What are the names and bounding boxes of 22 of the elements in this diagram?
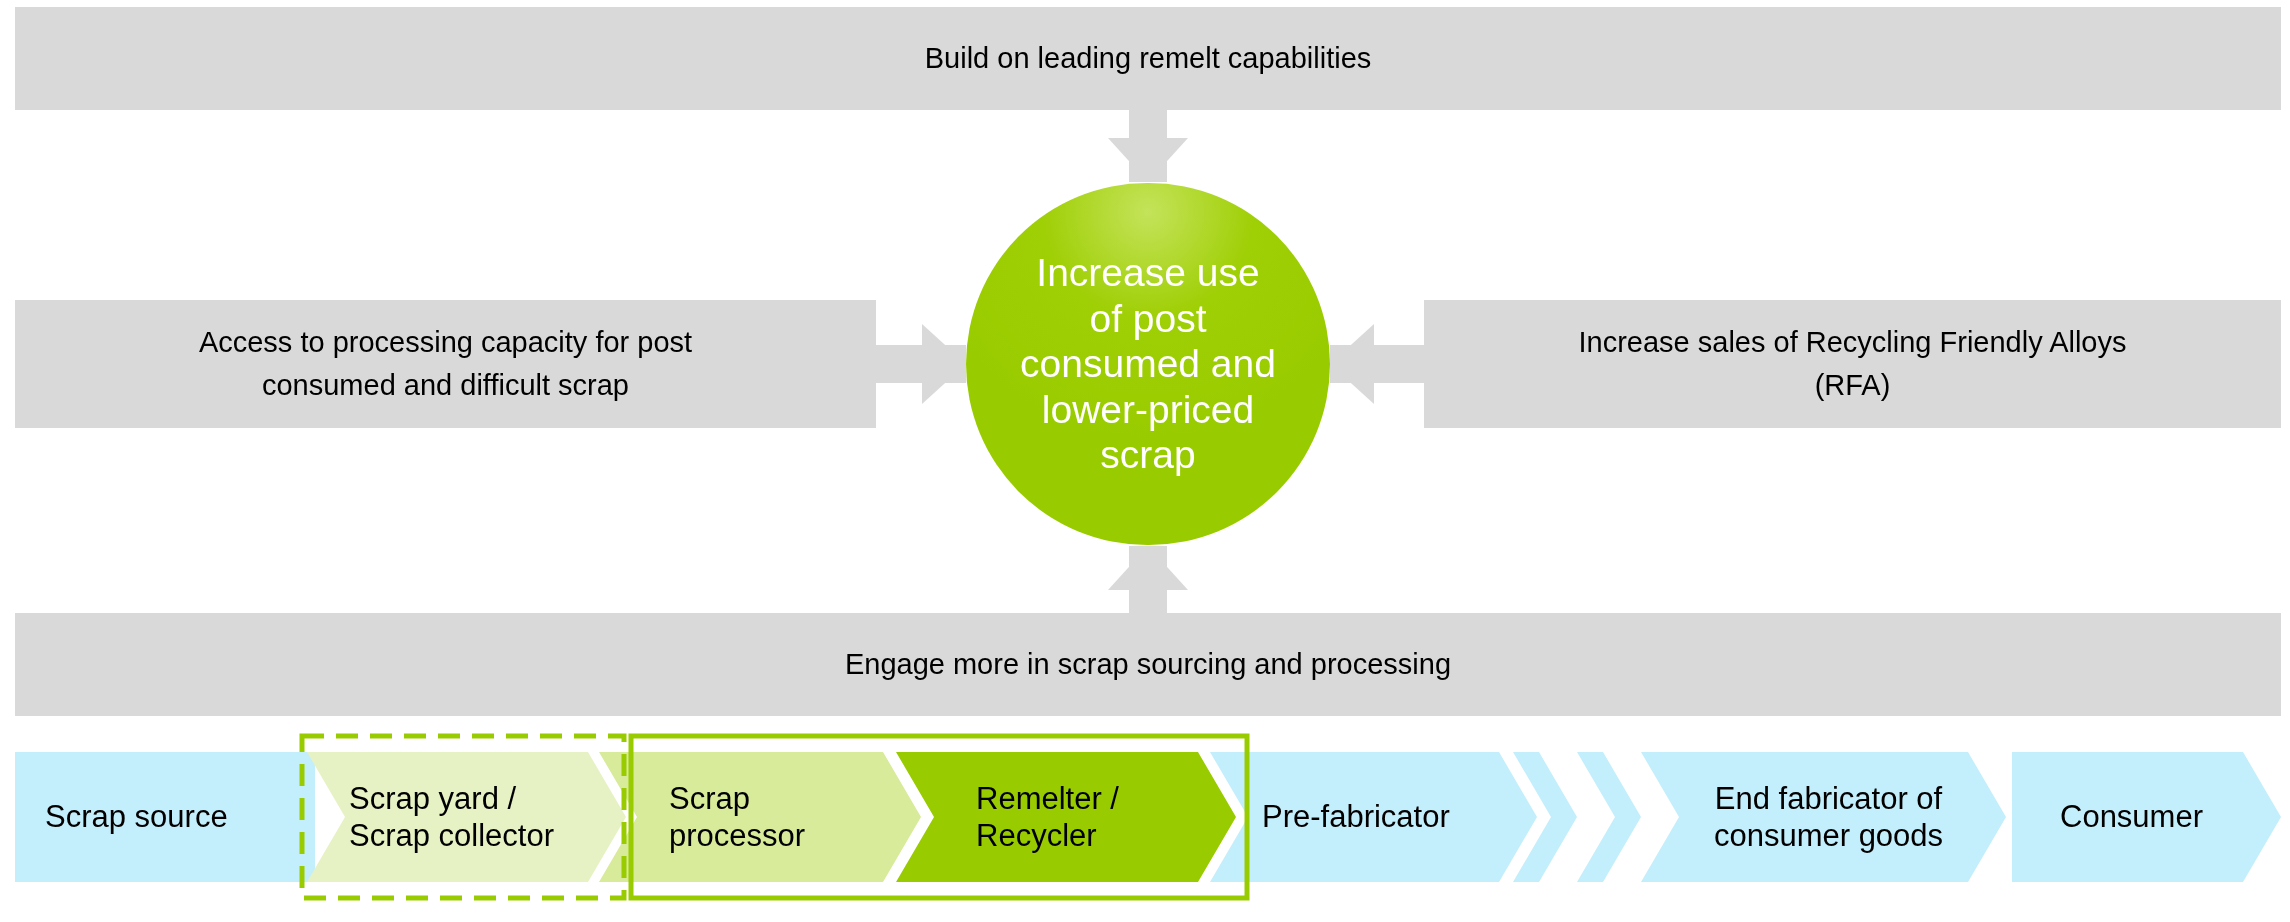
node-label: Build on leading remelt capabilities: [924, 40, 1372, 76]
node-label: Increase sales of Recycling Friendly Alloys (RFA): [1577, 324, 2128, 403]
block-arrow: [876, 324, 966, 404]
chevron-stage: [2012, 752, 2281, 882]
node-label: Scrap yard / Scrap collector: [349, 779, 556, 855]
chevron-stage: [307, 752, 626, 882]
block-arrow: [1108, 110, 1188, 182]
node-label: Remelter / Recycler: [976, 779, 1120, 855]
banner: [15, 613, 2281, 716]
node-label: Access to processing capacity for post consumed and difficult scrap: [197, 324, 694, 403]
node-label: Scrap processor: [669, 779, 807, 855]
node-label: Scrap source: [45, 797, 228, 836]
stage-box: [15, 752, 315, 882]
node-label: Pre-fabricator: [1262, 797, 1450, 836]
node-label: Consumer: [2060, 797, 2203, 836]
block-arrow: [1330, 324, 1424, 404]
node-label: End fabricator of consumer goods: [1712, 779, 1945, 855]
banner: [1424, 300, 2281, 428]
node-label: Engage more in scrap sourcing and processing: [844, 646, 1452, 682]
banner: [15, 7, 2281, 110]
banner: [15, 300, 876, 428]
node-label: Increase use of post consumed and lower-priced scrap: [1019, 249, 1277, 479]
